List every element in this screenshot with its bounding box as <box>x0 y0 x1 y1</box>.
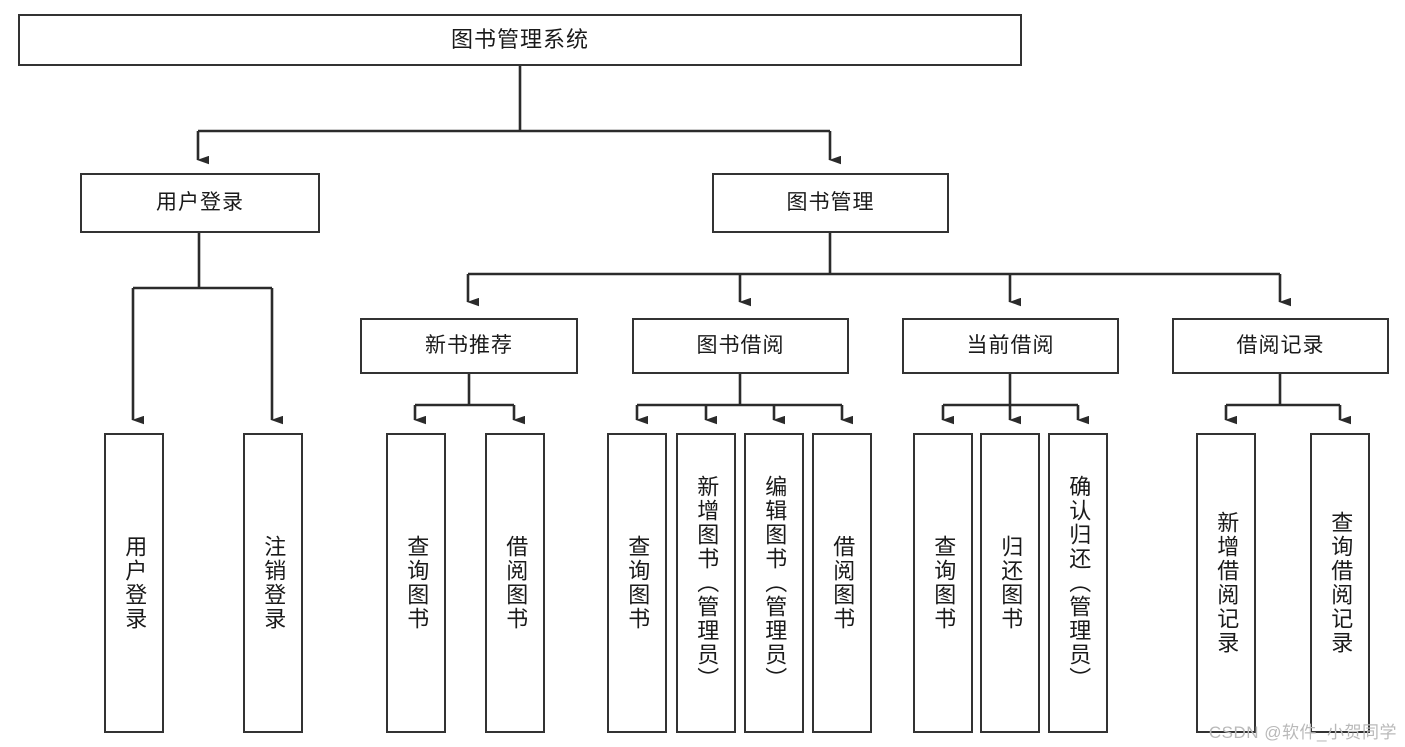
leaf-borrow-book-recommend[interactable]: 借阅图书 <box>485 433 545 733</box>
leaf-query-book-recommend[interactable]: 查询图书 <box>386 433 446 733</box>
leaf-add-book-admin[interactable]: 新增图书（管理员） <box>676 433 736 733</box>
node-label: 新增借阅记录 <box>1214 511 1240 655</box>
leaf-confirm-return-admin[interactable]: 确认归还（管理员） <box>1048 433 1108 733</box>
node-book-borrow[interactable]: 图书借阅 <box>632 318 849 374</box>
node-label: 编辑图书（管理员） <box>762 475 788 691</box>
leaf-query-borrow-record[interactable]: 查询借阅记录 <box>1310 433 1370 733</box>
node-label: 确认归还（管理员） <box>1066 475 1092 691</box>
node-borrow-record[interactable]: 借阅记录 <box>1172 318 1389 374</box>
leaf-logout[interactable]: 注销登录 <box>243 433 303 733</box>
node-label: 查询图书 <box>931 535 957 631</box>
leaf-borrow-book[interactable]: 借阅图书 <box>812 433 872 733</box>
node-label: 查询图书 <box>625 535 651 631</box>
node-label: 归还图书 <box>998 535 1024 631</box>
node-label: 当前借阅 <box>966 334 1055 358</box>
leaf-add-borrow-record[interactable]: 新增借阅记录 <box>1196 433 1256 733</box>
node-label: 借阅记录 <box>1236 334 1325 358</box>
node-label: 用户登录 <box>122 535 148 631</box>
node-label: 注销登录 <box>261 535 287 631</box>
leaf-query-book-current[interactable]: 查询图书 <box>913 433 973 733</box>
node-label: 用户登录 <box>156 191 244 215</box>
node-label: 查询图书 <box>404 535 430 631</box>
node-label: 图书借阅 <box>696 334 785 358</box>
node-label: 图书管理系统 <box>450 26 589 52</box>
node-book-management[interactable]: 图书管理 <box>712 173 949 233</box>
leaf-edit-book-admin[interactable]: 编辑图书（管理员） <box>744 433 804 733</box>
node-label: 新增图书（管理员） <box>694 475 720 691</box>
node-current-borrow[interactable]: 当前借阅 <box>902 318 1119 374</box>
node-root-system[interactable]: 图书管理系统 <box>18 14 1022 66</box>
leaf-user-login[interactable]: 用户登录 <box>104 433 164 733</box>
leaf-query-book-borrow[interactable]: 查询图书 <box>607 433 667 733</box>
node-label: 图书管理 <box>786 191 875 215</box>
node-label: 借阅图书 <box>503 535 529 631</box>
node-label: 借阅图书 <box>830 535 856 631</box>
leaf-return-book[interactable]: 归还图书 <box>980 433 1040 733</box>
node-label: 查询借阅记录 <box>1328 511 1354 655</box>
node-user-login[interactable]: 用户登录 <box>80 173 320 233</box>
node-label: 新书推荐 <box>425 334 513 358</box>
node-new-book-recommend[interactable]: 新书推荐 <box>360 318 578 374</box>
